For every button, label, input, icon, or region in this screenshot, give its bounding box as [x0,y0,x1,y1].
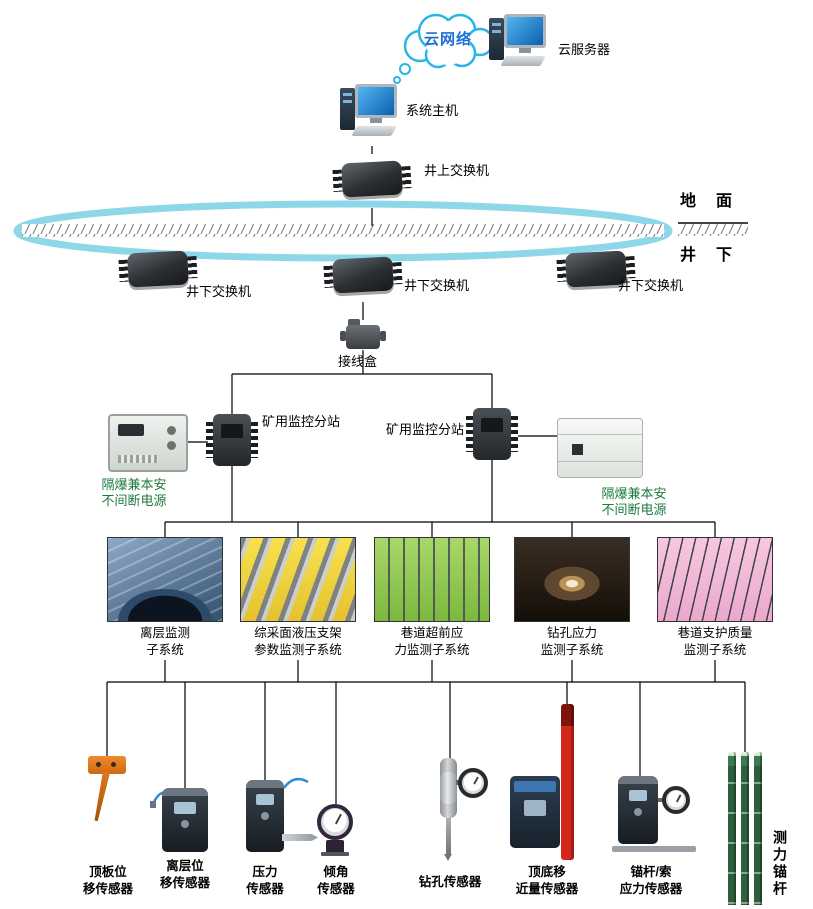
system-host-label: 系统主机 [406,103,459,118]
bolt-cable-stress-sensor-icon [612,772,698,854]
underground-switch-2-icon [322,248,404,304]
force-measuring-bolt-icons [728,752,764,907]
ground-symbol-hatch [678,224,748,236]
ground-label: 地 面 [680,193,735,210]
borehole-sensor-label: 钻孔传感器 [418,875,482,889]
underground-switch-3-label: 井下交换机 [618,278,684,293]
subsystem-image-roof-separation [107,537,223,622]
cloud-server-icon [487,12,551,76]
borehole-sensor-icon [432,756,492,862]
computer-tower [489,18,504,60]
subsystem-card-separation-monitoring: 离层监测 子系统 [107,537,223,659]
bolt-bar [728,752,736,905]
sensor-cylinder [440,758,457,818]
ups-left-icon [108,414,188,472]
substation-2-label: 矿用监控分站 [386,422,465,437]
junction-box-label: 接线盒 [338,354,378,369]
underground-switch-1-label: 井下交换机 [186,284,252,299]
computer-monitor [504,14,546,48]
bolt-bar [754,752,762,905]
sensor-box [510,776,560,848]
base-plate [612,846,696,852]
computer-tower [340,88,355,130]
pressure-sensor-label: 压力 传感器 [246,865,284,896]
surface-switch-icon [331,152,413,208]
convergence-sensor-icon [510,702,580,862]
ground-hatch-band [22,224,664,237]
roof-displacement-sensor-label: 顶板位 移传感器 [82,865,133,896]
subsystem-card-hydraulic-support: 综采面液压支架 参数监测子系统 [240,537,356,659]
dial-gauge [662,786,690,814]
subsystem-card-support-quality: 巷道支护质量 监测子系统 [657,537,773,659]
sensor-rod [444,818,452,861]
computer-keyboard [500,56,546,66]
separation-displacement-sensor-icon [150,780,220,854]
cloud-server-label: 云服务器 [558,42,611,57]
dial-gauge [317,804,353,840]
underground-label: 井 下 [680,247,735,264]
separation-displacement-sensor-label: 离层位 移传感器 [159,859,210,890]
system-host-icon [338,82,402,146]
inclination-sensor-label: 倾角 传感器 [317,865,355,896]
substation-1-icon [206,412,258,468]
subsystem-image-hydraulic-support [240,537,356,622]
subsystem-image-borehole-stress [514,537,630,622]
subsystem-image-support-quality [657,537,773,622]
roof-displacement-sensor-icon [84,754,140,826]
force-measuring-bolt-label: 测力锚杆 [772,830,788,898]
pressure-sensor-icon [240,772,320,858]
subsystem-card-borehole-stress: 钻孔应力 监测子系统 [514,537,630,659]
underground-switch-2-label: 井下交换机 [404,278,470,293]
ups-right-icon [557,418,643,478]
convergence-sensor-label: 顶底移 近量传感器 [515,865,579,896]
subsystem-image-advance-stress [374,537,490,622]
computer-monitor [355,84,397,118]
pressure-probe [282,834,318,841]
bolt-bar [741,752,749,905]
ups-left-label: 隔爆兼本安 不间断电源 [101,477,167,508]
red-measuring-pole [561,704,574,860]
ups-right-label: 隔爆兼本安 不间断电源 [601,486,667,517]
dial-gauge [458,768,488,798]
blue-cable-graphic [282,777,309,789]
junction-box-icon [340,318,386,352]
substation-1-label: 矿用监控分站 [262,414,341,429]
cloud-icon [393,13,495,84]
computer-keyboard [351,126,397,136]
substation-2-icon [466,406,518,462]
bolt-cable-stress-sensor-label: 锚杆/索 应力传感器 [619,865,683,896]
inclination-sensor-icon [315,798,363,858]
surface-switch-label: 井上交换机 [424,163,490,178]
cloud-network-label: 云网络 [423,31,472,48]
subsystem-card-advance-stress: 巷道超前应 力监测子系统 [374,537,490,659]
